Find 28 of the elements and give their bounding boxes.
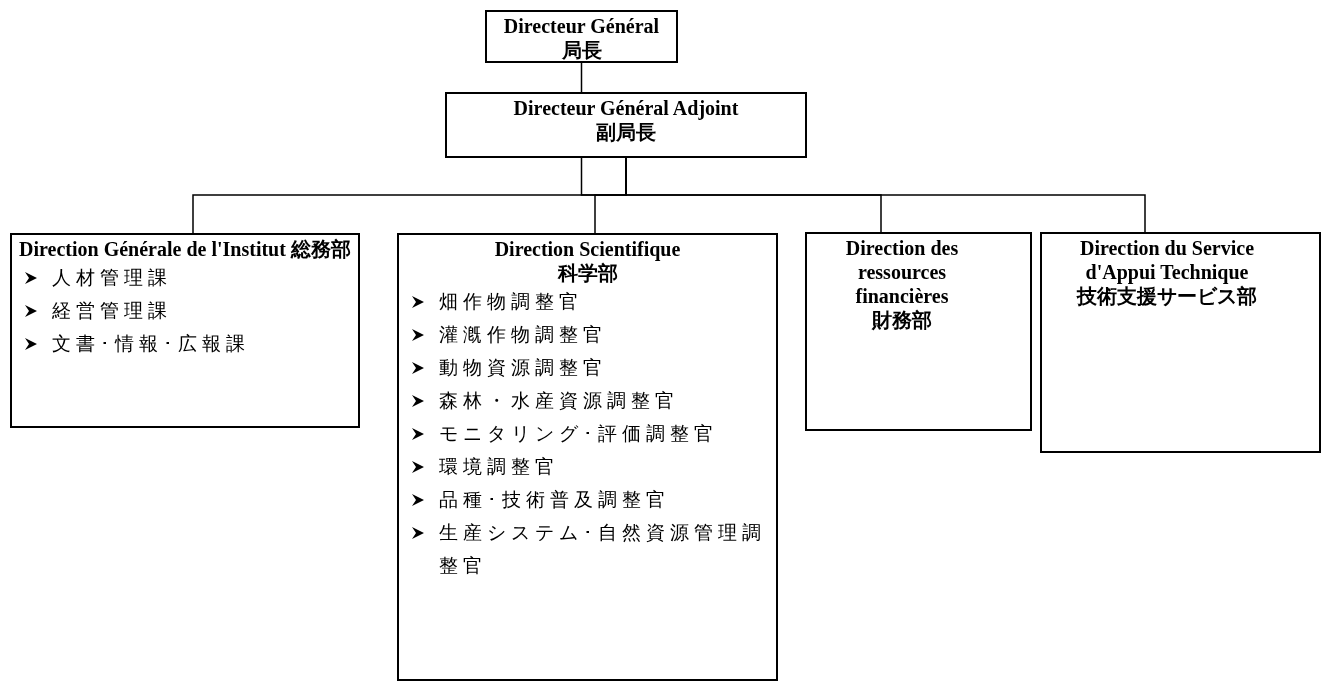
section-item: 人材管理課	[52, 267, 172, 288]
section-item: 灌漑作物調整官	[439, 324, 607, 345]
section-item: 畑作物調整官	[439, 291, 583, 312]
section-item: 文書･情報･広報課	[52, 333, 250, 354]
unit-title: Direction Générale de l'Institut 総務部	[18, 237, 352, 261]
unit-title: 局長	[560, 38, 603, 62]
unit-title: Direction des ressources financières	[844, 236, 960, 308]
org-box	[397, 233, 778, 681]
section-item: 森林・水産資源調整官	[439, 390, 679, 411]
unit-title: Direction du Service d'Appui Technique	[1078, 236, 1255, 284]
org-box	[445, 92, 807, 158]
org-box	[10, 233, 360, 428]
unit-title: Direction Scientifique	[493, 237, 682, 261]
unit-title: 技術支援サービス部	[1075, 284, 1258, 308]
section-item: 生産システム･自然資源管理調整官	[439, 522, 766, 576]
unit-title: Directeur Général Adjoint	[512, 96, 740, 120]
section-item: 動物資源調整官	[439, 357, 607, 378]
unit-title: 科学部	[556, 261, 619, 285]
unit-title: Directeur Général	[502, 14, 661, 38]
unit-title: 副局長	[595, 120, 657, 144]
unit-title: 財務部	[870, 308, 933, 332]
org-box	[1040, 232, 1321, 453]
org-box	[805, 232, 1032, 431]
org-box	[485, 10, 678, 63]
section-item: モニタリング･評価調整官	[439, 423, 718, 444]
section-item: 品種･技術普及調整官	[439, 489, 670, 510]
section-item: 経営管理課	[52, 300, 172, 321]
section-item: 環境調整官	[439, 456, 559, 477]
